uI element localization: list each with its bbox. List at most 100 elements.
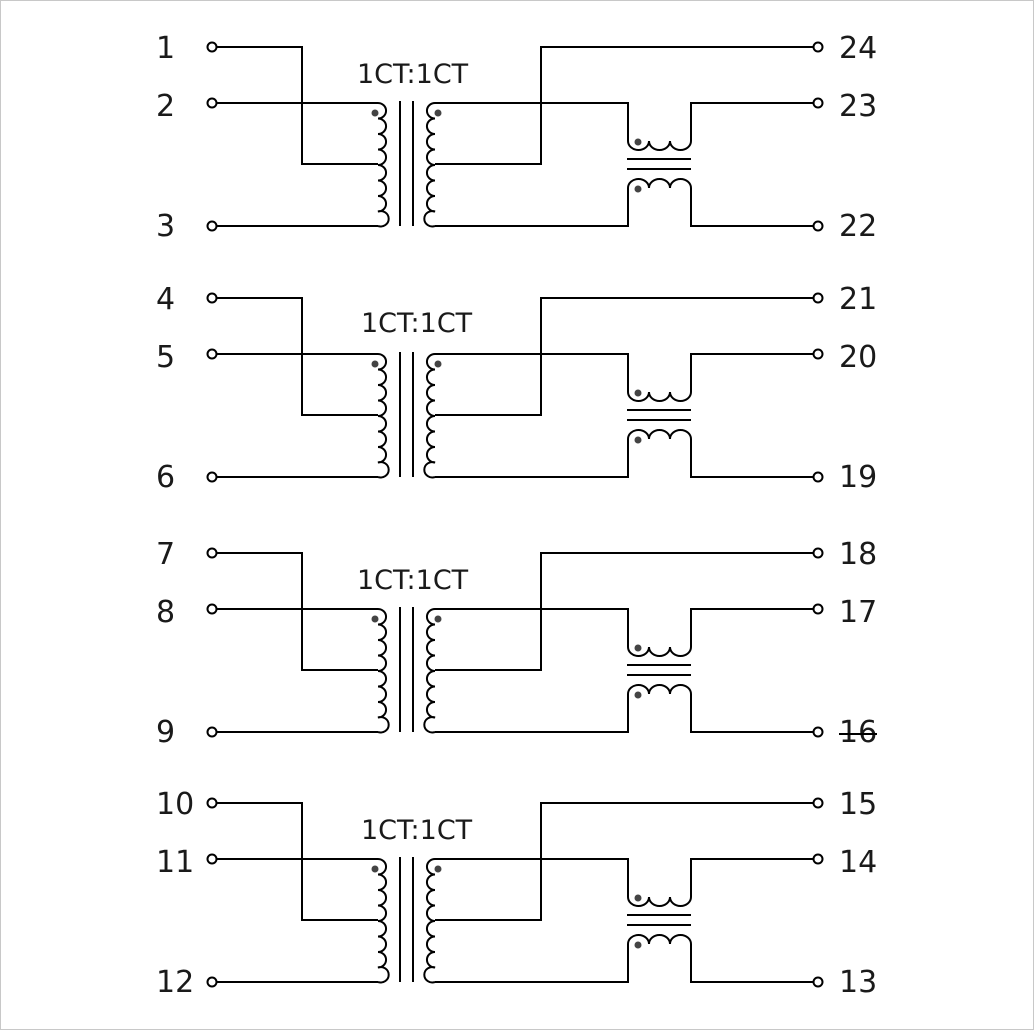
choke-coil-bottom [627, 178, 692, 189]
primary-coil [377, 353, 390, 479]
transformer-section-2: 4 5 6 21 20 19 1CT:1CT [156, 282, 877, 495]
wire-right-mid [435, 353, 813, 392]
pin-terminal [206, 976, 218, 988]
choke-coil-top [627, 391, 692, 402]
pin-label-right-top: 15 [839, 787, 877, 822]
pin-label-left-bottom: 9 [156, 715, 175, 750]
pin-label-left-mid: 2 [156, 89, 175, 124]
polarity-dot [634, 389, 642, 397]
turns-ratio-label: 1CT:1CT [357, 59, 469, 90]
pin-terminal [206, 220, 218, 232]
transformer-section-1: 1 2 3 24 23 22 1CT:1CT [156, 31, 877, 244]
wire-right-mid [435, 858, 813, 897]
pin-terminal [206, 292, 218, 304]
turns-ratio-label: 1CT:1CT [357, 565, 469, 596]
pin-terminal [206, 726, 218, 738]
polarity-dot [371, 615, 379, 623]
secondary-coil [423, 608, 436, 734]
pin-label-left-mid: 5 [156, 340, 175, 375]
pin-label-right-mid: 17 [839, 595, 877, 630]
pin-terminal [812, 547, 824, 559]
pin-label-right-top: 24 [839, 31, 877, 66]
transformer-section-4: 10 11 12 15 14 13 1CT:1CT [156, 787, 877, 1000]
pin-terminal [812, 348, 824, 360]
secondary-coil [423, 858, 436, 984]
wire-right-bottom [435, 944, 813, 983]
primary-coil [377, 858, 390, 984]
pin-label-right-mid: 14 [839, 845, 877, 880]
pin-terminal [206, 471, 218, 483]
polarity-dot [371, 109, 379, 117]
polarity-dot [634, 691, 642, 699]
choke-coil-top [627, 140, 692, 151]
choke-coil-bottom [627, 429, 692, 440]
wire-right-bottom [435, 439, 813, 478]
pin-terminal [206, 853, 218, 865]
pin-terminal [812, 797, 824, 809]
pin-terminal [812, 976, 824, 988]
primary-coil [377, 102, 390, 228]
pin-label-left-bottom: 3 [156, 209, 175, 244]
secondary-coil [423, 353, 436, 479]
pin-label-left-bottom: 12 [156, 965, 194, 1000]
pin-label-right-top: 18 [839, 537, 877, 572]
wire-right-bottom [435, 694, 813, 733]
pin-label-right-bottom: 13 [839, 965, 877, 1000]
secondary-coil [423, 102, 436, 228]
pin-label-left-mid: 8 [156, 595, 175, 630]
pin-terminal [206, 797, 218, 809]
wire-left-top [217, 297, 378, 416]
pin-label-left-bottom: 6 [156, 460, 175, 495]
polarity-dot [634, 138, 642, 146]
pin-label-right-mid: 20 [839, 340, 877, 375]
pin-terminal [812, 292, 824, 304]
wire-left-top [217, 46, 378, 165]
choke-coil-top [627, 896, 692, 907]
wire-right-mid [435, 102, 813, 141]
transformer-section-3: 7 8 9 18 17 16 1CT:1CT [156, 537, 877, 750]
polarity-dot [371, 865, 379, 873]
pin-terminal [206, 603, 218, 615]
wire-right-top [435, 297, 813, 416]
polarity-dot [434, 109, 442, 117]
polarity-dot [371, 360, 379, 368]
pin-terminal [812, 853, 824, 865]
wire-right-top [435, 46, 813, 165]
pin-terminal [812, 726, 824, 738]
polarity-dot [634, 894, 642, 902]
pin-label-right-bottom: 22 [839, 209, 877, 244]
pin-label-left-top: 7 [156, 537, 175, 572]
pin-terminal [812, 603, 824, 615]
pin-terminal [206, 41, 218, 53]
pin-terminal [812, 220, 824, 232]
polarity-dot [634, 941, 642, 949]
polarity-dot [634, 436, 642, 444]
choke-coil-top [627, 646, 692, 657]
polarity-dot [634, 644, 642, 652]
polarity-dot [434, 615, 442, 623]
wire-left-top [217, 552, 378, 671]
polarity-dot [634, 185, 642, 193]
pin-terminal [812, 97, 824, 109]
primary-coil [377, 608, 390, 734]
polarity-dot [434, 865, 442, 873]
pin-label-left-mid: 11 [156, 845, 194, 880]
wire-right-top [435, 552, 813, 671]
choke-coil-bottom [627, 934, 692, 945]
pin-label-left-top: 1 [156, 31, 175, 66]
pin-label-right-mid: 23 [839, 89, 877, 124]
pin-terminal [206, 348, 218, 360]
pin-label-right-bottom: 16 [839, 715, 877, 750]
pin-label-right-bottom: 19 [839, 460, 877, 495]
pin-label-left-top: 4 [156, 282, 175, 317]
pin-terminal [206, 547, 218, 559]
wire-right-bottom [435, 188, 813, 227]
turns-ratio-label: 1CT:1CT [361, 815, 473, 846]
choke-coil-bottom [627, 684, 692, 695]
pin-label-left-top: 10 [156, 787, 194, 822]
pin-label-right-top: 21 [839, 282, 877, 317]
wire-left-top [217, 802, 378, 921]
wire-right-top [435, 802, 813, 921]
